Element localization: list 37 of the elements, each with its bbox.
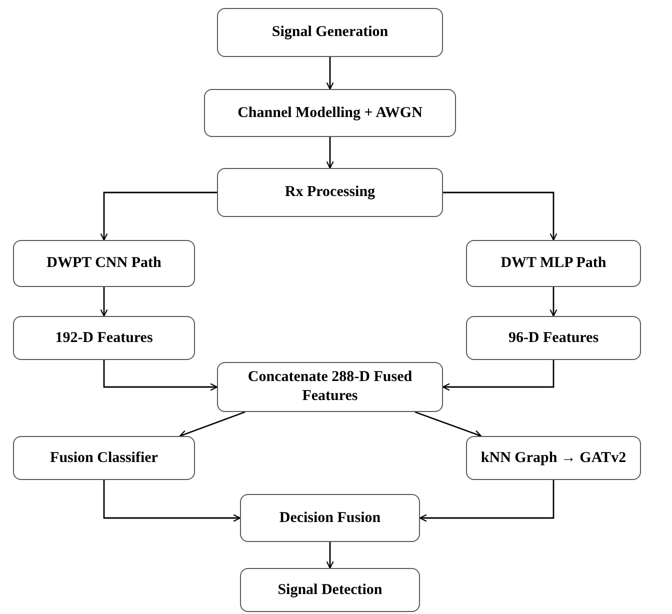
arrow bbox=[103, 480, 241, 522]
box-label: Signal Detection bbox=[278, 580, 382, 600]
process-box bbox=[217, 362, 443, 412]
process-box bbox=[13, 316, 195, 360]
process-box bbox=[13, 240, 195, 287]
box-label: DWT MLP Path bbox=[500, 254, 606, 273]
process-box bbox=[13, 436, 195, 480]
arrow bbox=[326, 542, 334, 569]
arrow bbox=[443, 192, 558, 241]
box-label: 192-D Features bbox=[55, 328, 153, 348]
box-label: Decision Fusion bbox=[279, 508, 381, 528]
arrow bbox=[326, 57, 334, 90]
arrow bbox=[550, 287, 558, 317]
arrow bbox=[442, 360, 554, 391]
process-box bbox=[466, 316, 641, 360]
arrow bbox=[414, 411, 482, 438]
box-label: Signal Generation bbox=[272, 23, 388, 42]
box-label: Fusion Classifier bbox=[50, 448, 158, 468]
arrow bbox=[419, 480, 554, 522]
arrow bbox=[100, 287, 108, 317]
box-label: DWPT CNN Path bbox=[46, 254, 162, 273]
process-box bbox=[466, 436, 641, 480]
process-box bbox=[204, 89, 456, 137]
box-label: Concatenate 288-D Fused Features bbox=[246, 368, 414, 406]
box-label: Rx Processing bbox=[284, 183, 376, 202]
process-box bbox=[240, 568, 420, 612]
process-box bbox=[217, 8, 443, 57]
box-label: kNN Graph → GATv2 bbox=[480, 448, 626, 468]
process-box bbox=[466, 240, 641, 287]
process-box bbox=[217, 168, 443, 217]
arrow bbox=[179, 411, 246, 438]
box-label: 96-D Features bbox=[508, 328, 599, 348]
arrow bbox=[100, 192, 217, 241]
arrow bbox=[326, 137, 334, 169]
arrow bbox=[103, 360, 218, 391]
process-box bbox=[240, 494, 420, 542]
box-label: Channel Modelling + AWGN bbox=[238, 104, 422, 122]
